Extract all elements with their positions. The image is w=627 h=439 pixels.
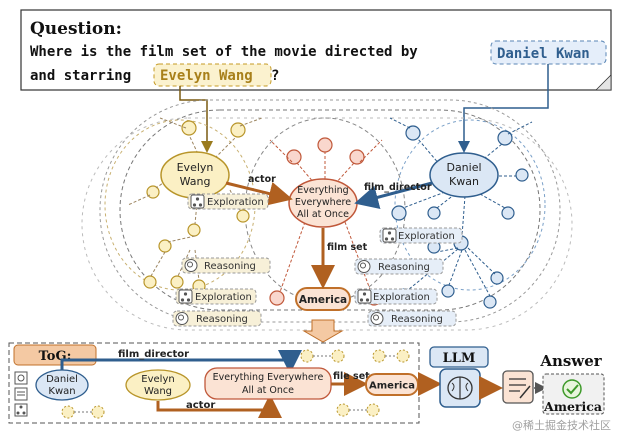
checkmark-icon [562,379,582,399]
svg-text:Reasoning: Reasoning [204,261,256,272]
answer-box: America [542,373,605,415]
brain-icon [447,376,473,400]
network-icon [382,228,397,243]
right-exploration-2: Exploration [354,288,438,305]
svg-text:Kwan: Kwan [449,175,479,188]
tog-actor-label: actor [186,400,215,411]
svg-text:Everywhere: Everywhere [295,197,351,208]
answer-value: America [543,399,602,414]
question-mark: ? [271,68,279,84]
tog-node-movie: Everything Everywhere All at Once [204,367,332,400]
question-director: Daniel Kwan [497,46,590,62]
right-reasoning-2: Reasoning [367,310,457,327]
question-line2: and starring [30,68,131,84]
question-actor: Evelyn Wang [160,68,253,84]
tog-node-america: America [365,373,419,396]
llm-label: LLM [443,351,476,366]
actor-highlight [153,63,272,87]
svg-text:Wang: Wang [180,175,211,188]
edge-film-director [354,181,433,210]
node-daniel-kwan: Daniel Kwan [429,152,499,198]
svg-text:Wang: Wang [144,386,172,397]
question-line1: Where is the film set of the movie direc… [30,44,418,60]
svg-text:All at Once: All at Once [242,385,294,396]
svg-text:America: America [299,294,347,306]
document-icon [14,387,28,401]
answer-label: Answer [539,352,602,370]
edge-actor-label: actor [248,174,276,185]
tog-edge-actor [156,394,282,418]
watermark: @稀土掘金技术社区 [512,418,611,432]
tog-film-director-label: film_director [118,349,189,360]
left-reasoning-2: Reasoning [172,310,262,327]
node-movie: Everything Everywhere All at Once [288,178,358,228]
svg-text:Reasoning: Reasoning [378,262,430,273]
document-icon [502,370,534,404]
svg-text:Reasoning: Reasoning [196,314,248,325]
tog-file-set-label: file set [333,371,370,382]
tog-node-daniel: Daniel Kwan [35,369,89,401]
svg-text:Exploration: Exploration [398,231,455,242]
svg-text:Exploration: Exploration [195,292,252,303]
svg-text:Daniel: Daniel [46,374,78,385]
magnifier-icon [357,260,371,273]
actor-link-arrow [179,86,213,153]
left-exploration-2: Exploration [175,288,257,305]
director-link-arrow [458,64,549,153]
left-reasoning-1: Reasoning [181,257,271,274]
svg-text:Everything Everywhere: Everything Everywhere [213,372,324,383]
magnifier-icon [14,371,28,385]
node-evelyn-wang: Evelyn Wang [160,151,230,199]
network-icon [190,194,205,209]
right-exploration-1: Exploration [379,227,463,244]
svg-text:Everything: Everything [297,185,348,196]
tog-label: ToG: [39,349,72,364]
svg-text:Reasoning: Reasoning [391,314,443,325]
question-label: Question: [30,19,122,39]
question-box: Question: Where is the film set of the m… [20,9,612,91]
svg-text:Evelyn: Evelyn [141,374,174,385]
right-reasoning-1: Reasoning [354,258,444,275]
left-exploration-1: Exploration [187,193,269,210]
tog-pipeline: ToG: film_director actor Daniel Kwan Eve… [8,342,420,424]
network-icon [357,289,372,304]
magnifier-icon [370,312,384,325]
svg-text:Daniel: Daniel [446,161,481,174]
svg-text:All at Once: All at Once [297,209,349,220]
knowledge-graph: Evelyn Wang Daniel Kwan Everything Every… [81,99,573,331]
node-america: America [295,287,351,311]
svg-text:Kwan: Kwan [48,386,75,397]
edge-film-set-label: film set [327,242,368,253]
magnifier-icon [184,259,198,272]
svg-text:Exploration: Exploration [207,197,264,208]
tog-node-evelyn: Evelyn Wang [125,369,191,401]
svg-text:Exploration: Exploration [373,292,430,303]
edge-actor [225,181,293,206]
edge-film-director-label: film_director [364,182,432,193]
network-icon [178,289,193,304]
svg-text:America: America [369,381,415,392]
tog-edge-film-director [60,350,302,374]
svg-text:Evelyn: Evelyn [177,161,214,174]
llm-block: LLM [429,346,489,408]
down-arrow [302,319,344,343]
magnifier-icon [175,312,189,325]
